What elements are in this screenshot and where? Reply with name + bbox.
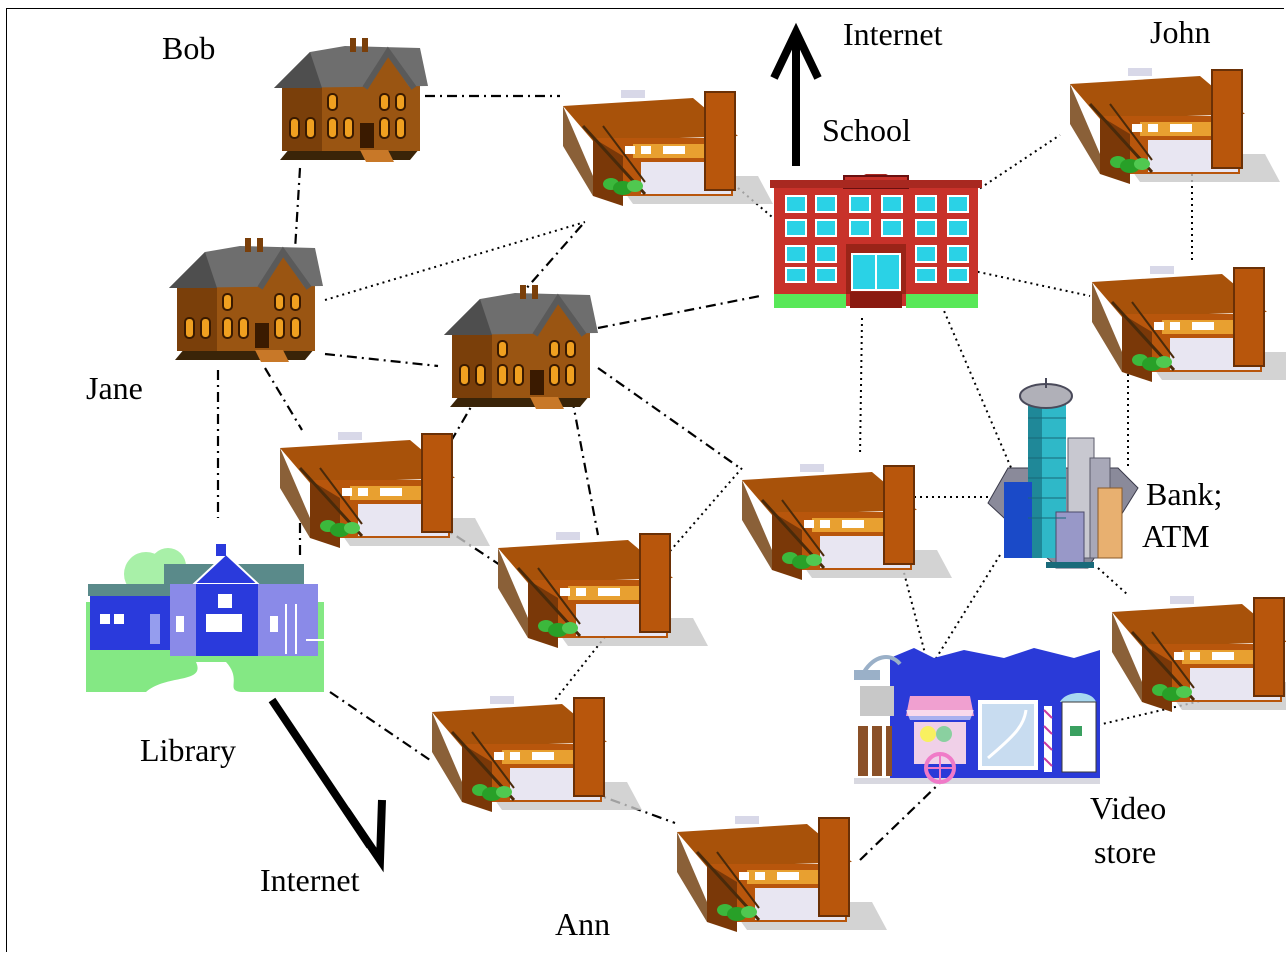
library-building-icon	[85, 543, 325, 694]
dash-dot-links	[216, 94, 946, 861]
link-library-th5	[329, 691, 431, 761]
link-center-th4	[597, 367, 741, 469]
townhouse-icon	[1110, 594, 1286, 714]
townhouse-icon	[1090, 264, 1286, 384]
label-john: John	[1150, 14, 1211, 50]
link-house1-school	[737, 187, 779, 223]
bank-skyscraper-icon	[987, 377, 1139, 569]
link-school-th-right	[959, 267, 1091, 297]
label-ann: Ann	[555, 906, 611, 942]
bob-house-icon	[274, 38, 428, 162]
label-school: School	[822, 112, 911, 148]
label-video-line2: store	[1094, 834, 1157, 870]
label-library: Library	[140, 732, 236, 768]
label-internet-top: Internet	[843, 16, 943, 52]
jane-house-icon	[169, 238, 323, 362]
internet-arrow-up-icon	[770, 22, 822, 166]
internet-arrow-down-icon	[268, 697, 386, 873]
school-building-icon	[769, 173, 983, 309]
townhouse-icon	[278, 430, 492, 550]
label-video-line1: Video	[1090, 790, 1167, 826]
ann-townhouse-icon	[675, 814, 889, 934]
townhouse-icon	[561, 88, 775, 208]
link-school-th4	[859, 317, 863, 457]
link-center-th2	[439, 394, 479, 461]
link-center-school	[597, 294, 761, 330]
dotted-links	[324, 134, 1206, 726]
link-bank-th-lower	[1097, 567, 1129, 596]
label-bank-line1: Bank;	[1146, 476, 1223, 512]
label-jane: Jane	[86, 370, 143, 406]
townhouse-icon	[740, 462, 954, 582]
link-center-house1	[524, 224, 583, 291]
diagram-frame	[6, 8, 1284, 952]
link-ann-store	[859, 777, 946, 861]
link-center-th3	[570, 397, 600, 536]
center-house-icon	[444, 285, 598, 409]
label-bank-line2: ATM	[1142, 518, 1210, 554]
link-jane-th2	[264, 367, 303, 431]
john-townhouse-icon	[1068, 66, 1282, 186]
link-th4-store	[894, 537, 929, 666]
link-jane-center	[324, 352, 439, 368]
link-bank-store	[934, 554, 1001, 661]
townhouse-icon	[430, 694, 644, 814]
townhouse-icon	[496, 530, 710, 650]
label-internet-bottom: Internet	[260, 862, 360, 898]
link-bob-jane	[293, 167, 302, 251]
label-bob: Bob	[162, 30, 216, 66]
link-jane-house1	[324, 221, 586, 301]
video-store-icon	[852, 646, 1102, 786]
